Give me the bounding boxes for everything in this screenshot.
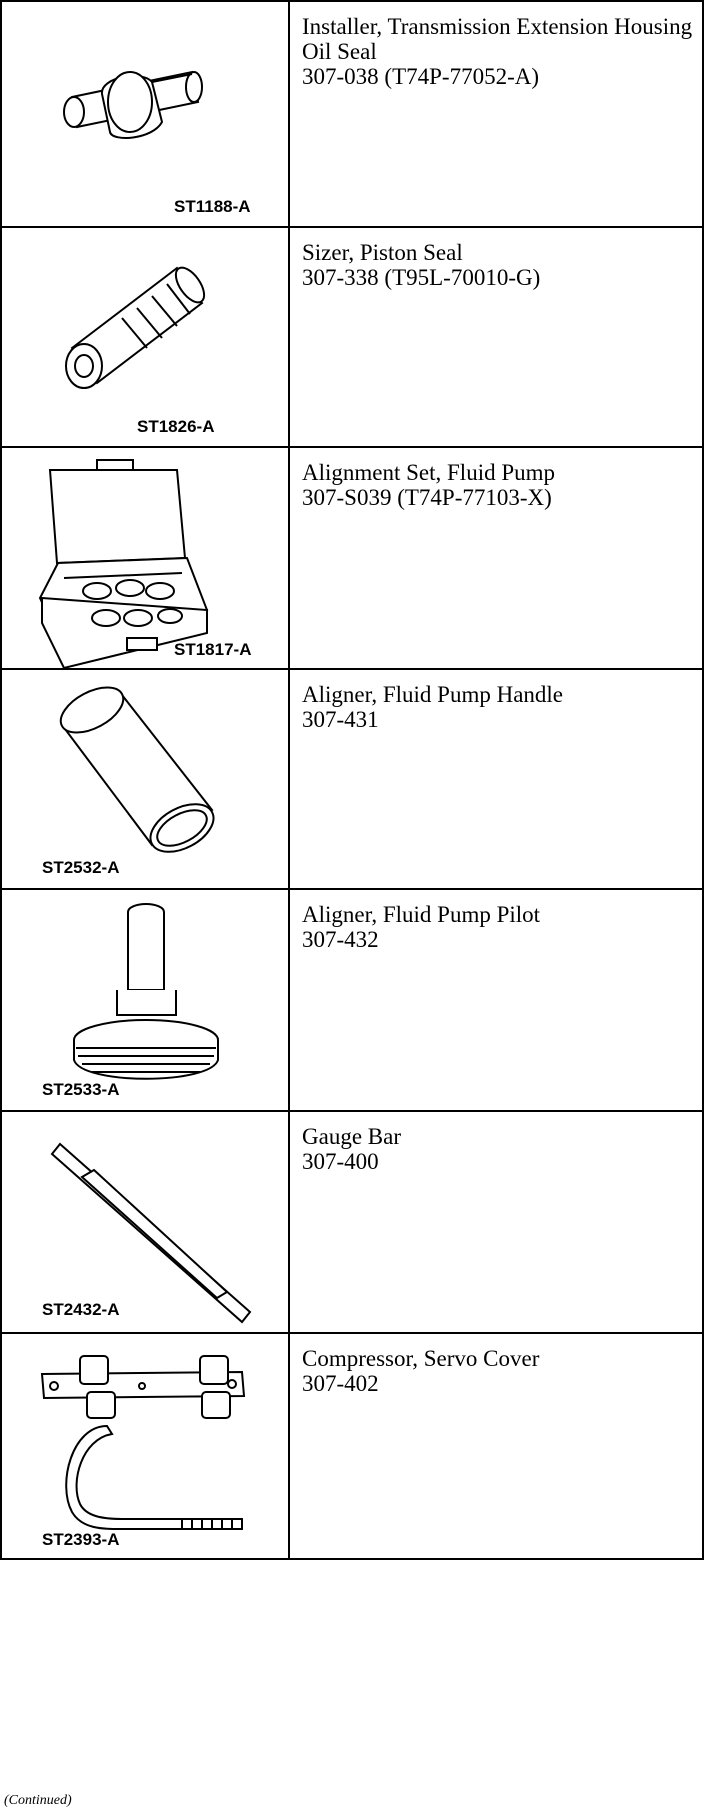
tool-name: Gauge Bar — [302, 1124, 401, 1149]
tool-illustration-cell: ST1188-A — [2, 2, 290, 226]
tool-name: Sizer, Piston Seal — [302, 240, 463, 265]
tool-code: ST2393-A — [42, 1530, 120, 1549]
tool-description: Gauge Bar 307-400 — [292, 1112, 702, 1332]
tool-illustration-cell: ST2393-A — [2, 1334, 290, 1558]
tool-illustration-cell: ST2532-A — [2, 670, 290, 888]
tool-description: Aligner, Fluid Pump Pilot 307-432 — [292, 890, 702, 1110]
piston-seal-sizer-icon — [65, 266, 206, 389]
tool-description: Sizer, Piston Seal 307-338 (T95L-70010-G… — [292, 228, 702, 446]
pilot-aligner-icon — [73, 903, 219, 1080]
tool-name: Aligner, Fluid Pump Handle — [302, 682, 564, 707]
tool-name: Aligner, Fluid Pump Pilot — [302, 902, 541, 927]
tool-name: Alignment Set, Fluid Pump — [302, 460, 556, 485]
tool-description: Alignment Set, Fluid Pump 307-S039 (T74P… — [292, 448, 702, 668]
alignment-case-icon — [38, 459, 209, 670]
tool-part-number: 307-038 (T74P-77052-A) — [302, 64, 539, 89]
tool-part-number: 307-338 (T95L-70010-G) — [302, 265, 541, 290]
seal-installer-icon — [63, 70, 203, 139]
tool-illustration-cell: ST2533-A — [2, 890, 290, 1110]
tool-code: ST1817-A — [174, 640, 252, 659]
tool-row: ST1188-A Installer, Transmission Extensi… — [0, 0, 704, 228]
tool-illustration-cell: ST2432-A — [2, 1112, 290, 1332]
tool-description: Aligner, Fluid Pump Handle 307-431 — [292, 670, 702, 888]
tool-row: ST2533-A Aligner, Fluid Pump Pilot 307-4… — [0, 890, 704, 1112]
gauge-bar-icon — [50, 1142, 252, 1324]
tool-row: ST2532-A Aligner, Fluid Pump Handle 307-… — [0, 670, 704, 890]
tool-code: ST1188-A — [174, 197, 251, 216]
tool-description: Compressor, Servo Cover 307-402 — [292, 1334, 702, 1558]
tool-code: ST1826-A — [137, 417, 215, 436]
tool-name: Compressor, Servo Cover — [302, 1346, 540, 1371]
handle-aligner-icon — [59, 686, 215, 853]
tool-row: ST2393-A Compressor, Servo Cover 307-402 — [0, 1334, 704, 1560]
tool-row: ST1826-A Sizer, Piston Seal 307-338 (T95… — [0, 228, 704, 448]
tool-description: Installer, Transmission Extension Housin… — [292, 2, 702, 226]
tool-illustration-cell: ST1826-A — [2, 228, 290, 446]
tool-part-number: 307-402 — [302, 1371, 379, 1396]
servo-compressor-icon — [40, 1355, 246, 1530]
tool-code: ST2533-A — [42, 1080, 120, 1099]
tool-part-number: 307-S039 (T74P-77103-X) — [302, 485, 552, 510]
tool-code: ST2432-A — [42, 1300, 120, 1319]
tool-row: ST1817-A Alignment Set, Fluid Pump 307-S… — [0, 448, 704, 670]
tool-illustration-cell: ST1817-A — [2, 448, 290, 670]
continued-note: (Continued) — [4, 1793, 72, 1808]
tool-code: ST2532-A — [42, 858, 120, 877]
tool-part-number: 307-431 — [302, 707, 379, 732]
tool-part-number: 307-400 — [302, 1149, 379, 1174]
tool-part-number: 307-432 — [302, 927, 379, 952]
tool-name: Installer, Transmission Extension Housin… — [302, 14, 693, 64]
tool-row: ST2432-A Gauge Bar 307-400 — [0, 1112, 704, 1334]
